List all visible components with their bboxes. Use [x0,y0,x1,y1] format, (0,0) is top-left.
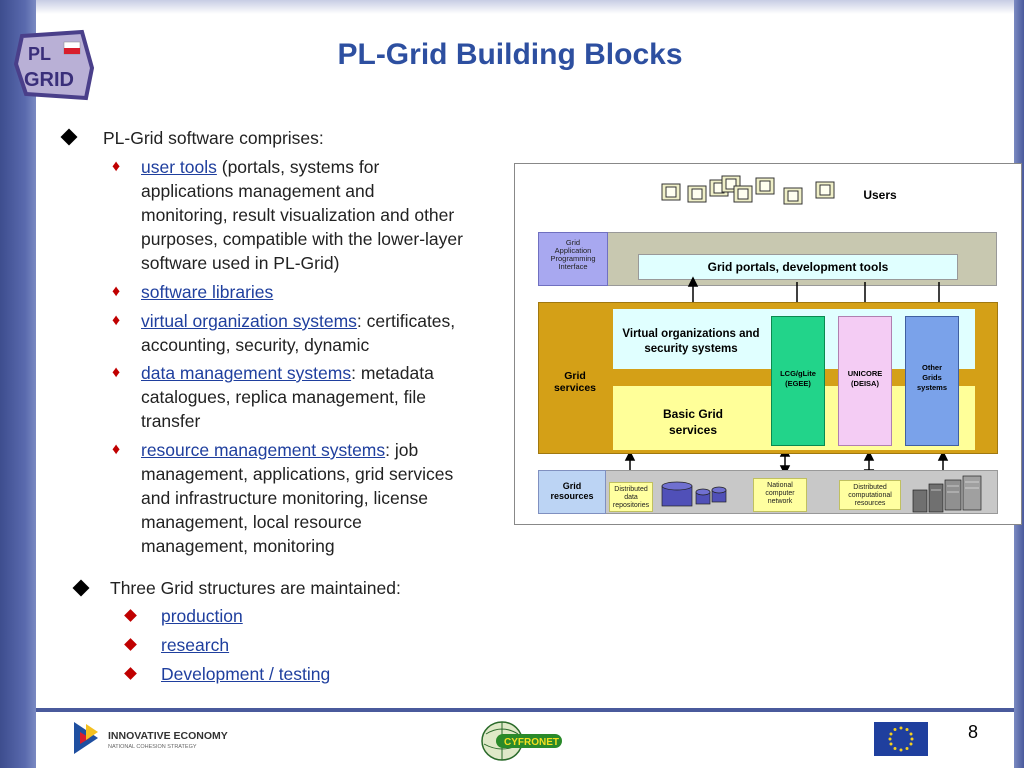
lcg-glite-box: LCG/gLite(EGEE) [771,316,825,446]
link-vo-systems[interactable]: virtual organization systems [141,311,357,331]
structure-production: production [161,606,243,626]
architecture-diagram: Users Grid Application Programming Inter… [514,163,1022,525]
api-box: Grid Application Programming Interface [538,232,608,286]
item-vo-systems: virtual organization systems: certificat… [141,311,456,355]
structure-development: Development / testing [161,664,331,684]
grid-portals-box: Grid portals, development tools [638,254,958,280]
link-software-libraries[interactable]: software libraries [141,282,274,302]
link-data-management[interactable]: data management systems [141,363,352,383]
servers-icon [912,475,982,513]
sub-bullet-icon: ♦ [112,283,121,300]
item-resource-management: resource management systems: job managem… [141,440,454,556]
sub-bullet-icon: ♦ [112,158,121,175]
page-title: PL-Grid Building Blocks [337,38,683,71]
svg-text:PL: PL [28,44,51,64]
innovative-economy-logo-icon [74,722,98,754]
bullet-grid-structures: Three Grid structures are maintained: [110,578,401,598]
users-monitors-icon [661,175,835,205]
top-frame [36,0,1014,14]
structure-research: research [161,635,230,655]
pl-grid-logo: PL GRID [13,29,95,101]
page-number: 8 [968,722,979,742]
bullet-software-comprises: PL-Grid software comprises: [103,128,324,148]
link-user-tools[interactable]: user tools [141,157,217,177]
eu-flag-icon [874,722,928,756]
left-frame [0,0,36,768]
cyfronet-logo-icon: CYFRONET [481,721,562,761]
storage-disks-icon [661,481,727,507]
users-label: Users [863,188,897,202]
sub-bullet-icon: ♦ [112,441,121,458]
svg-text:CYFRONET: CYFRONET [504,737,559,748]
svg-text:GRID: GRID [24,69,74,91]
cohesion-strategy-text: NATIONAL COHESION STRATEGY [108,744,197,750]
item-user-tools: user tools (portals, systems for applica… [141,157,463,273]
link-resource-management[interactable]: resource management systems [141,440,386,460]
item-data-management: data management systems: metadata catalo… [141,363,434,431]
unicore-box: UNICORE(DEISA) [838,316,892,446]
item-software-libraries: software libraries [141,280,273,304]
sub-bullet-icon: ♦ [112,364,121,381]
innovative-economy-text: INNOVATIVE ECONOMY [108,730,228,742]
sub-bullet-icon: ♦ [112,312,121,329]
